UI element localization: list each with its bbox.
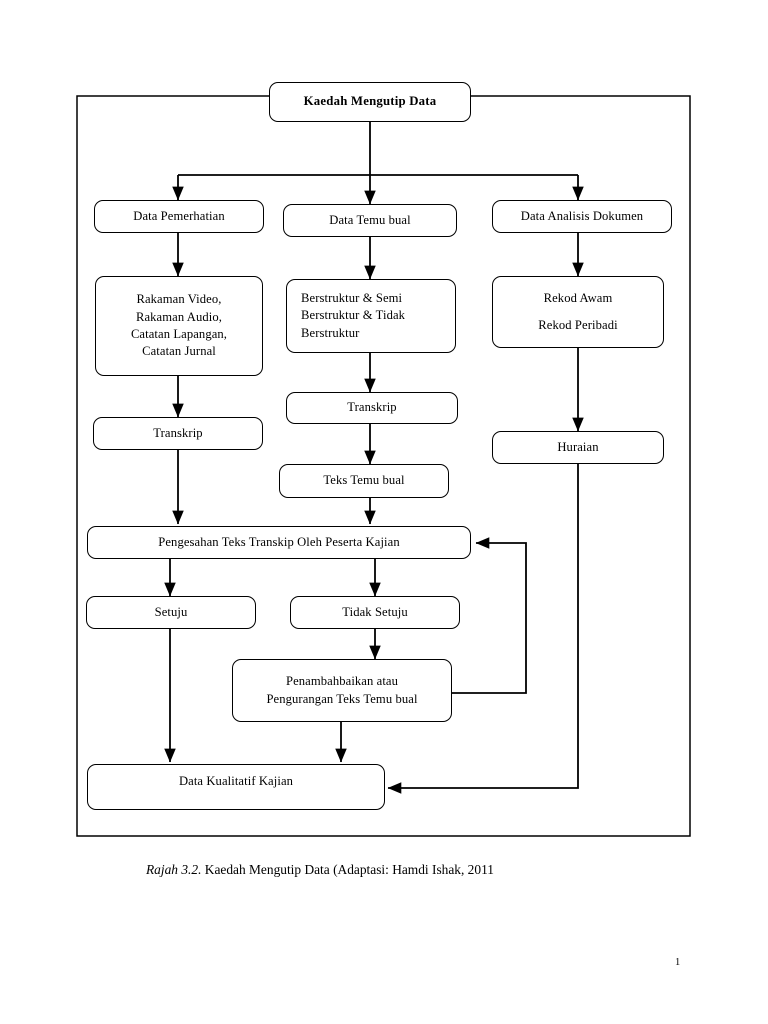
figure-number: Rajah 3.2.: [146, 862, 202, 877]
node-huraian[interactable]: Huraian: [492, 431, 664, 464]
node-data-kualitatif-kajian[interactable]: Data Kualitatif Kajian: [87, 764, 385, 810]
node-setuju-label: Setuju: [154, 604, 188, 619]
node-data-temu-bual[interactable]: Data Temu bual: [283, 204, 457, 237]
node-title[interactable]: Kaedah Mengutip Data: [269, 82, 471, 122]
figure-caption: Rajah 3.2. Kaedah Mengutip Data (Adaptas…: [146, 862, 494, 878]
node-data-kualitatif-kajian-label: Data Kualitatif Kajian: [178, 774, 294, 788]
node-transkrip-interview[interactable]: Transkrip: [286, 392, 458, 424]
node-tidak-setuju[interactable]: Tidak Setuju: [290, 596, 460, 629]
node-teks-temu-bual[interactable]: Teks Temu bual: [279, 464, 449, 498]
node-rakaman-line-2: Rakaman Audio,: [135, 309, 223, 324]
node-data-analisis-dokumen-label: Data Analisis Dokumen: [520, 208, 644, 223]
node-setuju[interactable]: Setuju: [86, 596, 256, 629]
node-rakaman-line-3: Catatan Lapangan,: [130, 327, 228, 341]
node-rakaman-line-4: Catatan Jurnal: [142, 344, 216, 359]
node-rakaman-line-1: Rakaman Video,: [136, 292, 222, 307]
node-transkrip-interview-label: Transkrip: [347, 400, 397, 415]
node-penambahbaikan-line-2: Pengurangan Teks Temu bual: [266, 691, 418, 706]
connector-huraian-to-final: [387, 464, 579, 794]
node-penambahbaikan[interactable]: Penambahbaikan atau Pengurangan Teks Tem…: [232, 659, 452, 722]
node-berstruktur[interactable]: Berstruktur & Semi Berstruktur & Tidak B…: [286, 279, 456, 353]
node-penambahbaikan-line-1: Penambahbaikan atau: [285, 674, 399, 689]
node-rekod-line-1: Rekod Awam: [543, 291, 613, 306]
node-data-temu-bual-label: Data Temu bual: [329, 212, 411, 227]
node-pengesahan[interactable]: Pengesahan Teks Transkip Oleh Peserta Ka…: [87, 526, 471, 559]
node-data-pemerhatian[interactable]: Data Pemerhatian: [94, 200, 264, 233]
node-rakaman-catatan[interactable]: Rakaman Video, Rakaman Audio, Catatan La…: [95, 276, 263, 376]
node-pengesahan-label: Pengesahan Teks Transkip Oleh Peserta Ka…: [158, 534, 400, 549]
node-berstruktur-line-3: Berstruktur: [301, 325, 360, 340]
node-transkrip-observation[interactable]: Transkrip: [93, 417, 263, 450]
page-number: 1: [675, 957, 681, 968]
node-tidak-setuju-label: Tidak Setuju: [342, 604, 408, 619]
node-berstruktur-line-2: Berstruktur & Tidak: [301, 308, 406, 323]
node-berstruktur-line-1: Berstruktur & Semi: [301, 290, 403, 305]
node-huraian-label: Huraian: [557, 439, 599, 454]
node-data-analisis-dokumen[interactable]: Data Analisis Dokumen: [492, 200, 672, 233]
node-rekod-line-2: Rekod Peribadi: [538, 317, 618, 332]
figure-caption-text: Kaedah Mengutip Data (Adaptasi: Hamdi Is…: [204, 862, 494, 877]
node-title-label: Kaedah Mengutip Data: [303, 94, 437, 109]
connector-feedback-to-pengesahan: [452, 537, 527, 694]
node-transkrip-observation-label: Transkrip: [153, 425, 203, 440]
node-rekod[interactable]: Rekod Awam Rekod Peribadi: [492, 276, 664, 348]
node-teks-temu-bual-label: Teks Temu bual: [323, 473, 405, 488]
node-data-pemerhatian-label: Data Pemerhatian: [133, 208, 225, 223]
